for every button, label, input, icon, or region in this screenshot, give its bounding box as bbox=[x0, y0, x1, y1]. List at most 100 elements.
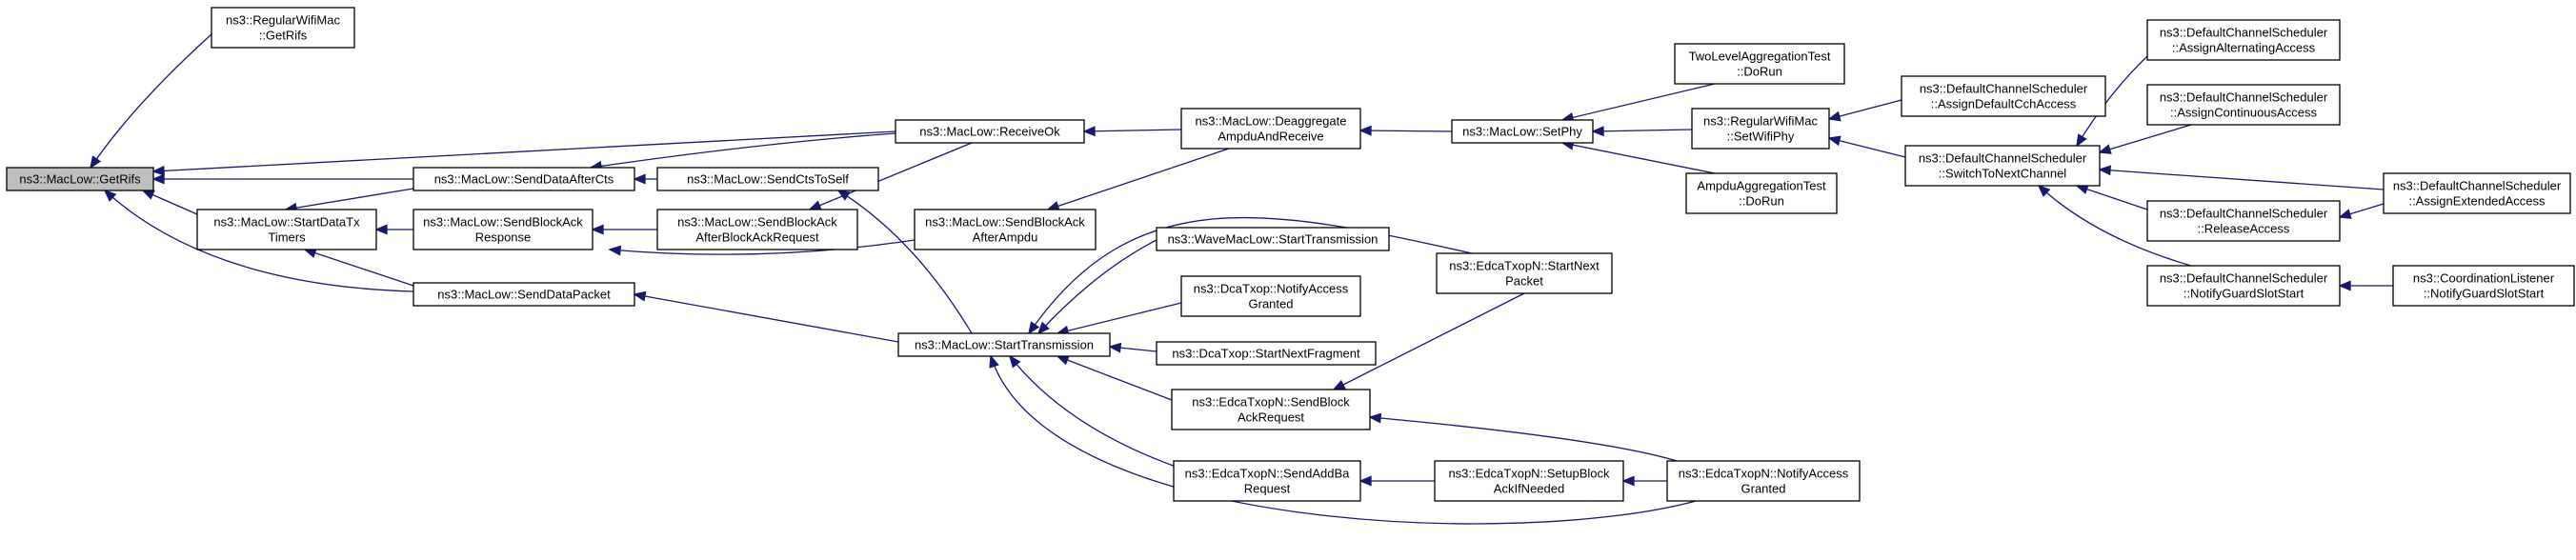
node-box bbox=[914, 209, 1097, 250]
node-label: ns3::MacLow::SendDataPacket bbox=[437, 288, 611, 302]
edge-line bbox=[837, 190, 973, 334]
node-getrifs[interactable]: ns3::MacLow::GetRifs bbox=[6, 167, 154, 191]
arrowhead bbox=[1591, 126, 1604, 137]
edge-line bbox=[1047, 148, 1230, 210]
node-label: ns3::MacLow::SendCtsToSelf bbox=[687, 172, 849, 187]
node-label: ns3::MacLow::GetRifs bbox=[19, 172, 141, 187]
node-box bbox=[211, 7, 355, 49]
node-box bbox=[656, 167, 879, 191]
arrowhead bbox=[2338, 209, 2352, 219]
node-label: Granted bbox=[1741, 482, 1786, 496]
node-label: ::AssignAlternatingAccess bbox=[2172, 41, 2316, 55]
node-starttransmission[interactable]: ns3::MacLow::StartTransmission bbox=[897, 332, 1111, 357]
node-label: ::SetWifiPhy bbox=[1727, 130, 1795, 144]
node-box bbox=[895, 119, 1085, 144]
node-label: ns3::MacLow::StartDataTx bbox=[213, 215, 360, 230]
node-senddatapacket[interactable]: ns3::MacLow::SendDataPacket bbox=[413, 282, 635, 307]
arrowhead bbox=[1036, 321, 1050, 335]
node-label: ns3::EdcaTxopN::StartNext bbox=[1449, 259, 1600, 273]
node-dcs_notifyguardslotstart[interactable]: ns3::DefaultChannelScheduler::NotifyGuar… bbox=[2146, 265, 2341, 307]
node-label: ns3::MacLow::Deaggregate bbox=[1196, 114, 1347, 129]
node-label: ns3::DefaultChannelScheduler bbox=[2393, 179, 2562, 193]
node-dcs_releaseaccess[interactable]: ns3::DefaultChannelScheduler::ReleaseAcc… bbox=[2146, 200, 2341, 242]
node-label: ns3::MacLow::SendBlockAck bbox=[925, 215, 1085, 230]
node-box bbox=[1685, 172, 1838, 214]
node-label: Timers bbox=[268, 230, 306, 245]
node-box bbox=[413, 282, 635, 307]
edge-line bbox=[809, 142, 973, 210]
node-dcs_assignextendedaccess[interactable]: ns3::DefaultChannelScheduler::AssignExte… bbox=[2383, 172, 2571, 214]
node-dcs_assigndefaultcchaccess[interactable]: ns3::DefaultChannelScheduler::AssignDefa… bbox=[1901, 75, 2106, 117]
arrowhead bbox=[2098, 165, 2112, 176]
node-coordinationlistener_notifyguardslotstart[interactable]: ns3::CoordinationListener::NotifyGuardSl… bbox=[2392, 265, 2575, 307]
node-regwifimac_getrifs[interactable]: ns3::RegularWifiMac::GetRifs bbox=[211, 7, 355, 49]
node-sendblockackafterblockackrequest[interactable]: ns3::MacLow::SendBlockAckAfterBlockAckRe… bbox=[656, 209, 858, 250]
edge-line bbox=[2099, 169, 2385, 190]
arrowhead bbox=[2098, 144, 2112, 154]
node-receiveok[interactable]: ns3::MacLow::ReceiveOk bbox=[895, 119, 1085, 144]
node-ampduaggregationtest[interactable]: AmpduAggregationTest::DoRun bbox=[1685, 172, 1838, 214]
edge-sendblockackafterampdu-to-sendblockackresponse bbox=[608, 239, 916, 256]
edge-line bbox=[1369, 416, 1678, 462]
edge-dcs_assignextendedaccess-to-dcs_releaseaccess bbox=[2338, 203, 2385, 219]
node-twolevelaggregationtest[interactable]: TwoLevelAggregationTest::DoRun bbox=[1674, 43, 1845, 85]
node-box bbox=[2146, 84, 2341, 126]
node-label: ns3::EdcaTxopN::SendBlock bbox=[1192, 395, 1350, 410]
node-dcs_assignalternatingaccess[interactable]: ns3::DefaultChannelScheduler::AssignAlte… bbox=[2146, 19, 2341, 61]
edge-line bbox=[1828, 99, 1902, 120]
node-box bbox=[1434, 460, 1624, 502]
node-box bbox=[1156, 341, 1377, 366]
edge-line bbox=[1009, 355, 1182, 470]
edge-dcs_notifyguardslotstart-to-dcs_switchtonextchannel bbox=[2037, 184, 2192, 267]
node-regwifimac_setwifiphy[interactable]: ns3::RegularWifiMac::SetWifiPhy bbox=[1691, 108, 1830, 150]
node-label: ns3::WaveMacLow::StartTransmission bbox=[1168, 232, 1379, 247]
node-setphy[interactable]: ns3::MacLow::SetPhy bbox=[1451, 119, 1594, 144]
arrowhead bbox=[1332, 379, 1346, 390]
arrowhead bbox=[1358, 125, 1372, 136]
node-senddataaftercts[interactable]: ns3::MacLow::SendDataAfterCts bbox=[413, 167, 635, 191]
node-box bbox=[1901, 75, 2106, 117]
edge-edca_notifyaccessgranted-to-edca_sendblockackrequest bbox=[1368, 412, 1678, 462]
node-label: ns3::MacLow::SetPhy bbox=[1462, 125, 1582, 139]
edge-senddatapacket-to-getrifs bbox=[103, 189, 414, 292]
node-label: AmpduAndReceive bbox=[1218, 130, 1323, 144]
node-box bbox=[2146, 200, 2341, 242]
edge-line bbox=[90, 33, 212, 169]
arrowhead bbox=[90, 155, 102, 170]
arrowhead bbox=[1056, 355, 1070, 366]
node-dcs_assigncontinuousaccess[interactable]: ns3::DefaultChannelScheduler::AssignCont… bbox=[2146, 84, 2341, 126]
node-box bbox=[1171, 389, 1371, 430]
node-box bbox=[897, 332, 1111, 357]
arrowhead bbox=[1358, 475, 1372, 487]
node-label: ns3::DefaultChannelScheduler bbox=[2160, 271, 2328, 286]
node-label: Packet bbox=[1505, 274, 1543, 289]
edge-line bbox=[2076, 185, 2148, 210]
node-dcs_switchtonextchannel[interactable]: ns3::DefaultChannelScheduler::SwitchToNe… bbox=[1904, 145, 2101, 187]
node-dcatxop_startnextfragment[interactable]: ns3::DcaTxop::StartNextFragment bbox=[1156, 341, 1377, 366]
arrowhead bbox=[103, 189, 117, 202]
node-label: ::NotifyGuardSlotStart bbox=[2184, 287, 2304, 301]
node-label: ns3::MacLow::SendBlockAck bbox=[423, 215, 583, 230]
node-box bbox=[2392, 265, 2575, 307]
edge-line bbox=[1037, 239, 1157, 334]
edge-edca_setupblockackifneeded-to-edca_sendaddbarequest bbox=[1358, 475, 1435, 487]
node-box bbox=[1666, 460, 1861, 502]
node-sendctstoself[interactable]: ns3::MacLow::SendCtsToSelf bbox=[656, 167, 879, 191]
edge-line bbox=[2099, 124, 2192, 153]
edge-edca_sendaddbarequest-to-starttransmission bbox=[1008, 354, 1182, 470]
arrowhead bbox=[1621, 475, 1635, 487]
node-wave_starttransmission[interactable]: ns3::WaveMacLow::StartTransmission bbox=[1156, 227, 1390, 251]
node-box bbox=[656, 209, 858, 250]
arrowhead bbox=[836, 190, 851, 201]
node-label: ns3::MacLow::StartTransmission bbox=[915, 338, 1094, 352]
